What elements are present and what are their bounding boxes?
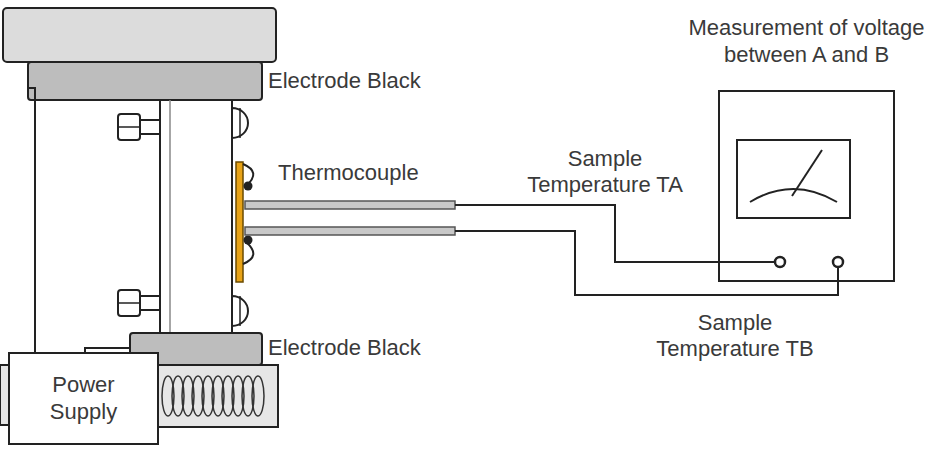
voltmeter-box: Measurement of voltage between A and B	[718, 90, 895, 282]
bolt	[118, 114, 160, 140]
meter-needle	[792, 150, 822, 196]
sample-strip	[236, 162, 243, 282]
temperature-label: Sample Temperature TB	[640, 310, 830, 363]
contact-dot	[244, 182, 253, 191]
meter-dial	[737, 140, 850, 218]
bolt	[118, 290, 160, 316]
box-label: Power Supply	[16, 372, 151, 425]
top-cap	[3, 8, 276, 62]
sample-holder	[160, 100, 232, 333]
spring-contact	[243, 242, 253, 264]
signal-wire	[455, 205, 774, 262]
terminal	[833, 257, 843, 267]
heater-coil	[162, 376, 264, 416]
clip	[232, 296, 248, 326]
holder-edge	[169, 100, 171, 333]
electrode-label: Electrode Black	[268, 335, 421, 361]
clip	[232, 108, 248, 138]
heater-block	[145, 365, 278, 427]
meter-heading: Measurement of voltage between A and B	[662, 15, 949, 68]
terminal	[775, 257, 785, 267]
supply-wire	[28, 88, 35, 352]
signal-wire	[455, 231, 838, 295]
temperature-label: Sample Temperature TA	[505, 146, 705, 199]
thermocouple-tube	[245, 227, 455, 235]
top-electrode	[28, 62, 262, 100]
power-supply-box: Power Supply	[8, 352, 159, 445]
electrode-label: Electrode Black	[268, 68, 421, 94]
thermocouple-tube	[245, 201, 455, 209]
thermocouple-label: Thermocouple	[278, 160, 419, 186]
